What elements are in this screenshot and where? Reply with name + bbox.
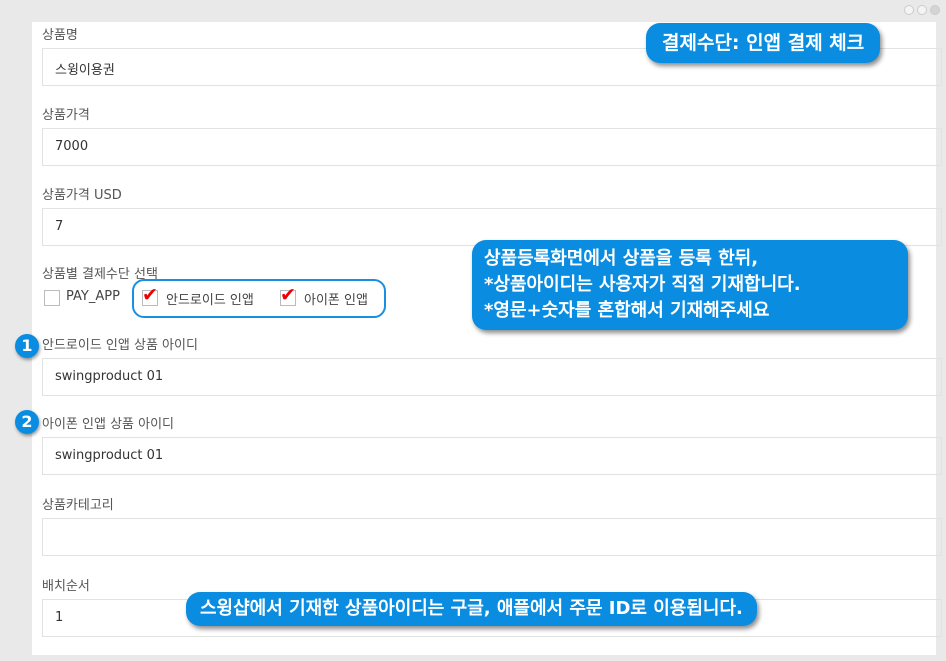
red-check-icon: ✔ <box>142 284 158 306</box>
callout-line: *영문+숫자를 혼합해서 기재해주세요 <box>484 300 770 321</box>
product-name-label: 상품명 <box>42 28 78 43</box>
form-panel <box>32 22 936 655</box>
android-inapp-label: 안드로이드 인앱 <box>166 293 254 308</box>
android-id-input[interactable]: swingproduct 01 <box>42 358 942 396</box>
ios-inapp-checkbox[interactable]: ✔ <box>280 284 296 306</box>
step-badge-1: 1 <box>15 334 39 358</box>
category-input[interactable] <box>42 518 942 556</box>
highlight-ring <box>132 279 386 318</box>
callout-register: 상품등록화면에서 상품을 등록 한뒤, *상품아이디는 사용자가 직접 기재합니… <box>472 240 908 330</box>
step-badge-2: 2 <box>15 410 39 434</box>
price-label: 상품가격 <box>42 108 90 123</box>
window-dot[interactable] <box>917 5 927 15</box>
pay-app-checkbox[interactable] <box>44 290 60 306</box>
callout-order-id: 스윙샵에서 기재한 상품아이디는 구글, 애플에서 주문 ID로 이용됩니다. <box>186 592 757 626</box>
android-inapp-checkbox[interactable]: ✔ <box>142 284 158 306</box>
ios-id-input[interactable]: swingproduct 01 <box>42 437 942 475</box>
price-usd-label: 상품가격 USD <box>42 188 122 203</box>
payment-label: 상품별 결제수단 선택 <box>42 267 158 282</box>
android-id-label: 안드로이드 인앱 상품 아이디 <box>42 338 198 353</box>
product-name-input[interactable]: 스윙이용권 <box>42 48 942 86</box>
window-dot[interactable] <box>904 5 914 15</box>
callout-payment: 결제수단: 인앱 결제 체크 <box>646 23 881 63</box>
red-check-icon: ✔ <box>280 284 296 306</box>
callout-line: *상품아이디는 사용자가 직접 기재합니다. <box>484 274 801 295</box>
order-label: 배치순서 <box>42 579 90 594</box>
price-input[interactable]: 7000 <box>42 128 942 166</box>
ios-id-label: 아이폰 인앱 상품 아이디 <box>42 417 174 432</box>
ios-inapp-label: 아이폰 인앱 <box>304 293 368 308</box>
window-controls <box>904 5 940 15</box>
callout-line: 상품등록화면에서 상품을 등록 한뒤, <box>484 248 759 269</box>
pay-app-label: PAY_APP <box>66 289 120 304</box>
window-dot[interactable] <box>930 5 940 15</box>
category-label: 상품카테고리 <box>42 498 114 513</box>
